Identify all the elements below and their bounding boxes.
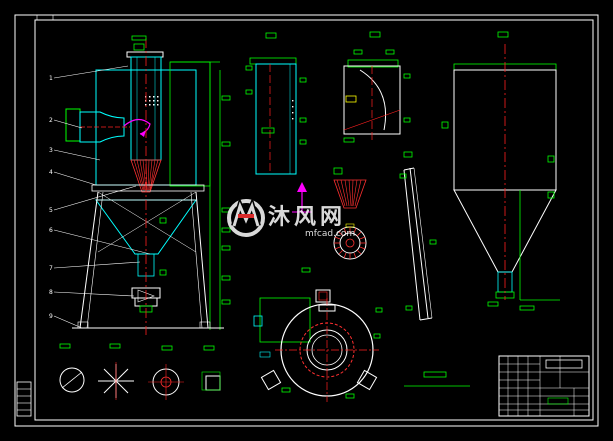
plan-view: [253, 267, 383, 402]
impeller-section-view: [333, 223, 367, 260]
watermark-brand: 沐风网: [268, 205, 346, 230]
callout-number: 6: [49, 227, 53, 234]
hopper-side-view: [441, 31, 560, 311]
small-detail-views: [59, 343, 221, 400]
watermark: 沐风网 mfcad.com: [227, 197, 355, 239]
flow-direction-view: [292, 167, 367, 213]
outer-border: [14, 14, 599, 427]
title-block: [498, 355, 590, 417]
callout-number: 3: [49, 147, 53, 154]
watermark-url: mfcad.com: [305, 229, 355, 239]
drawing-frame: [34, 19, 594, 421]
frame-tag-top-left: [36, 14, 54, 21]
volute-detail-view: [343, 31, 411, 143]
callout-number: 5: [49, 207, 53, 214]
callout-number: 1: [49, 75, 53, 82]
main-assembly-view: [53, 35, 231, 335]
callout-number: 9: [49, 313, 53, 320]
callout-number: 4: [49, 169, 53, 176]
callout-number: 2: [49, 117, 53, 124]
support-bracket-view: [399, 151, 437, 321]
tube-detail-view: [245, 32, 307, 175]
note-box: [423, 371, 447, 378]
left-margin-strip: [16, 381, 32, 417]
callout-number: 8: [49, 289, 53, 296]
part-callouts: 1 2 3 4 5 6 7 8 9: [49, 75, 53, 320]
mf-logo-icon: [227, 197, 265, 237]
callout-number: 7: [49, 265, 53, 272]
